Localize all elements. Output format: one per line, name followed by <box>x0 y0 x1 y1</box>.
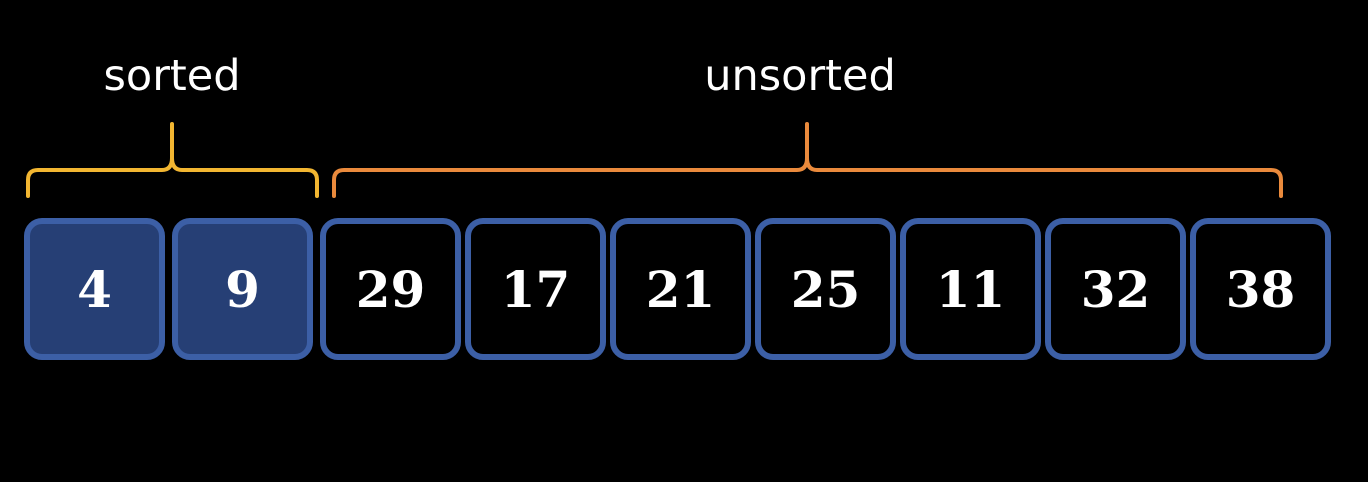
unsorted-label: unsorted <box>704 51 896 101</box>
array-cell-sorted: 9 <box>172 218 313 360</box>
array-cell-unsorted: 25 <box>755 218 896 360</box>
array-cell-sorted: 4 <box>24 218 165 360</box>
array-cell-unsorted: 29 <box>320 218 461 360</box>
sorted-label: sorted <box>103 51 241 101</box>
array-cell-unsorted: 38 <box>1190 218 1331 360</box>
array-cell-unsorted: 21 <box>610 218 751 360</box>
sorted-brace <box>26 122 319 198</box>
unsorted-brace <box>332 122 1283 198</box>
array-cell-unsorted: 17 <box>465 218 606 360</box>
array-cell-unsorted: 32 <box>1045 218 1186 360</box>
array-cell-unsorted: 11 <box>900 218 1041 360</box>
